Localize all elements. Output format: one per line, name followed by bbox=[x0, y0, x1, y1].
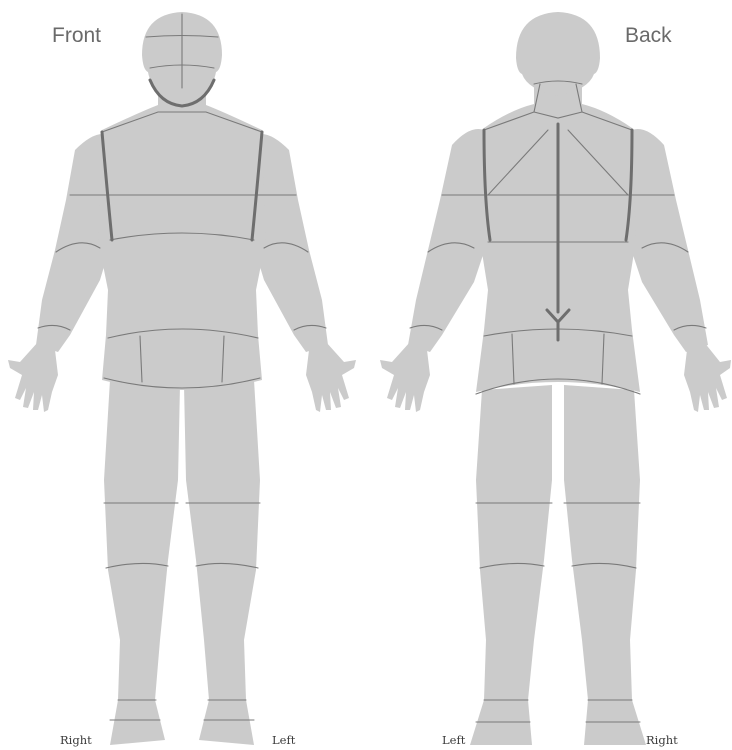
back-foot-label-right: Right bbox=[646, 733, 678, 747]
front-figure bbox=[8, 12, 356, 745]
back-head bbox=[516, 12, 600, 96]
front-right-leg bbox=[184, 380, 260, 745]
back-left-arm bbox=[408, 129, 488, 352]
back-right-arm bbox=[628, 129, 708, 352]
back-left-hand bbox=[380, 342, 430, 412]
back-figure bbox=[380, 12, 731, 745]
back-foot-label-left: Left bbox=[442, 733, 466, 747]
front-left-hand bbox=[8, 342, 58, 412]
front-foot-label-left: Left bbox=[272, 733, 296, 747]
back-right-hand bbox=[684, 342, 731, 412]
front-title: Front bbox=[52, 24, 101, 47]
front-right-hand bbox=[306, 342, 356, 412]
front-foot-label-right: Right bbox=[60, 733, 92, 747]
front-left-leg bbox=[104, 380, 180, 745]
back-title: Back bbox=[625, 24, 672, 47]
front-torso bbox=[98, 105, 266, 390]
